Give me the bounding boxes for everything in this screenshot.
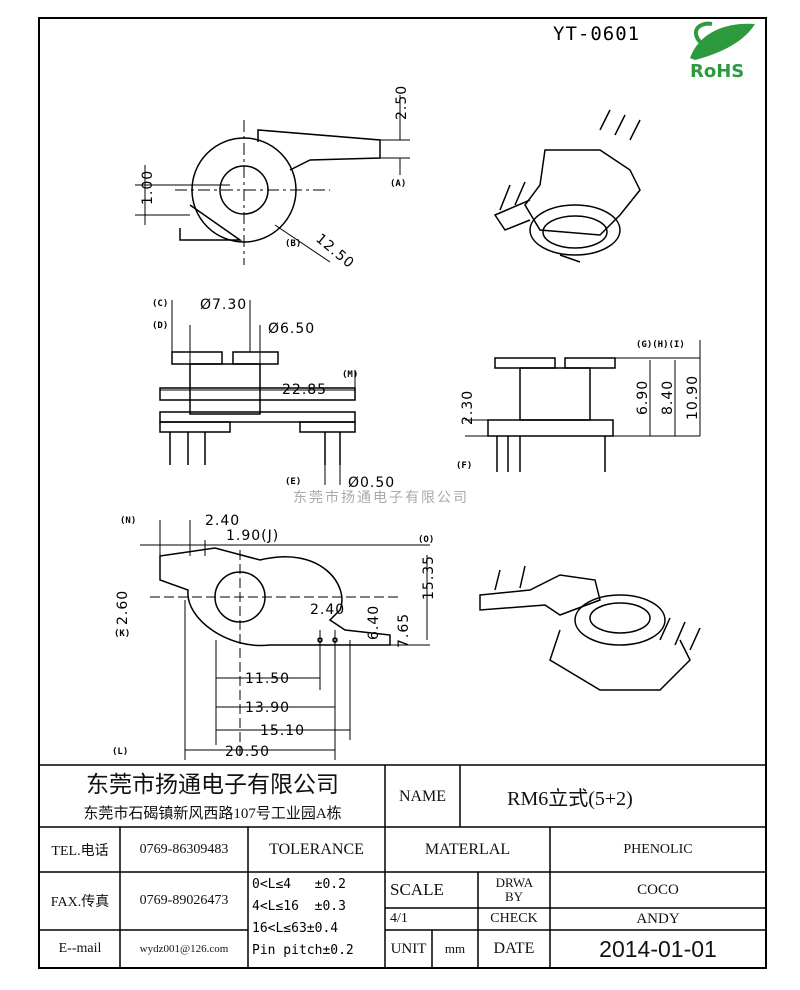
- ref-e: (E): [285, 477, 301, 487]
- date-label: DATE: [493, 940, 535, 957]
- title-block-grid: [39, 764, 766, 968]
- svg-text:RoHS: RoHS: [690, 61, 744, 82]
- material-value: PHENOLIC: [623, 842, 693, 857]
- sheet-border: [38, 17, 767, 969]
- fax-value: 0769-89026473: [139, 893, 229, 908]
- isometric-view-top: [493, 109, 641, 263]
- ref-m: (M): [342, 370, 358, 380]
- ref-k: (K): [114, 629, 130, 639]
- unit-label: UNIT: [390, 940, 427, 957]
- material-label: MATERLAL: [424, 841, 511, 858]
- ref-n: (N): [120, 516, 136, 526]
- front-view: (C) Ø7.30 (D) Ø6.50 22.85 (M) (E) Ø0.50: [152, 297, 395, 491]
- dim-6-90: 6.90: [635, 380, 651, 415]
- dim-22-85: 22.85: [282, 382, 327, 398]
- company-name: 东莞市扬通电子有限公司: [86, 772, 339, 797]
- tel-label: TEL.电话: [51, 844, 109, 859]
- bottom-view: (N) 2.40 1.90(J) (O) 2.60 (K) 2.40 6.40 …: [112, 513, 437, 760]
- ref-d: (D): [152, 321, 168, 331]
- dia-6-50: Ø6.50: [268, 321, 315, 337]
- ref-a: (A): [390, 179, 406, 189]
- dim-2-60: 2.60: [115, 590, 131, 625]
- dim-1-90-j: 1.90(J): [226, 528, 279, 544]
- dim-1-00: 1.00: [140, 170, 156, 205]
- tolerance-row: 4<L≤16 ±0.3: [252, 899, 346, 914]
- dim-2-40-top: 2.40: [205, 513, 240, 529]
- name-value: RM6立式(5+2): [507, 788, 633, 810]
- date-value: 2014-01-01: [599, 935, 717, 962]
- check-value: ANDY: [636, 910, 680, 927]
- tolerance-row: 0<L≤4 ±0.2: [252, 877, 346, 892]
- rohs-logo: RoHS: [690, 21, 755, 82]
- check-label: CHECK: [490, 911, 538, 926]
- scale-value: 4/1: [390, 911, 408, 926]
- drawn-by-value: COCO: [637, 881, 679, 898]
- ref-o: (O): [418, 535, 434, 545]
- tolerance-label: TOLERANCE: [269, 841, 364, 858]
- ref-l: (L): [112, 747, 128, 757]
- drawing-number: YT-0601: [553, 23, 640, 45]
- dim-11-50: 11.50: [245, 671, 290, 687]
- ref-ghi: (G)(H)(I): [636, 340, 685, 350]
- dim-2-30: 2.30: [460, 390, 476, 425]
- watermark: 东莞市扬通电子有限公司: [293, 489, 469, 506]
- dim-8-40: 8.40: [660, 380, 676, 415]
- fax-label: FAX.传真: [50, 895, 110, 910]
- dim-2-40-mid: 2.40: [310, 602, 345, 618]
- dim-10-90: 10.90: [685, 375, 701, 420]
- email-label: E--mail: [58, 941, 102, 956]
- tel-value: 0769-86309483: [139, 842, 229, 857]
- dia-0-50: Ø0.50: [348, 475, 395, 491]
- dim-15-10: 15.10: [260, 723, 305, 739]
- dim-7-65: 7.65: [396, 613, 412, 648]
- dim-20-50: 20.50: [225, 744, 270, 760]
- dim-6-40: 6.40: [366, 605, 382, 640]
- unit-value: mm: [444, 941, 466, 956]
- scale-label: SCALE: [390, 880, 444, 899]
- dim-2-50: 2.50: [394, 85, 410, 120]
- drawn-by-label: DRWA BY: [495, 875, 534, 904]
- email-value: wydz001@126.com: [139, 943, 229, 955]
- isometric-view-bottom: [479, 565, 701, 691]
- name-label: NAME: [398, 787, 447, 805]
- ref-c: (C): [152, 299, 168, 309]
- dia-7-30: Ø7.30: [200, 297, 247, 313]
- ref-f: (F): [456, 461, 472, 471]
- side-view: 2.30 (F) (G)(H)(I) 6.90 8.40 10.90: [456, 340, 701, 472]
- dim-15-35: 15.35: [421, 555, 437, 600]
- tolerance-row: 16<L≤63±0.4: [252, 921, 339, 936]
- company-address: 东莞市石碣镇新风西路107号工业园A栋: [83, 805, 342, 822]
- ref-b: (B): [285, 239, 301, 249]
- tolerance-row: Pin pitch±0.2: [252, 943, 354, 958]
- dim-13-90: 13.90: [245, 700, 290, 716]
- top-view: 2.50 (A) 1.00 (B) 12.50: [135, 85, 410, 272]
- dim-12-50: 12.50: [312, 231, 357, 272]
